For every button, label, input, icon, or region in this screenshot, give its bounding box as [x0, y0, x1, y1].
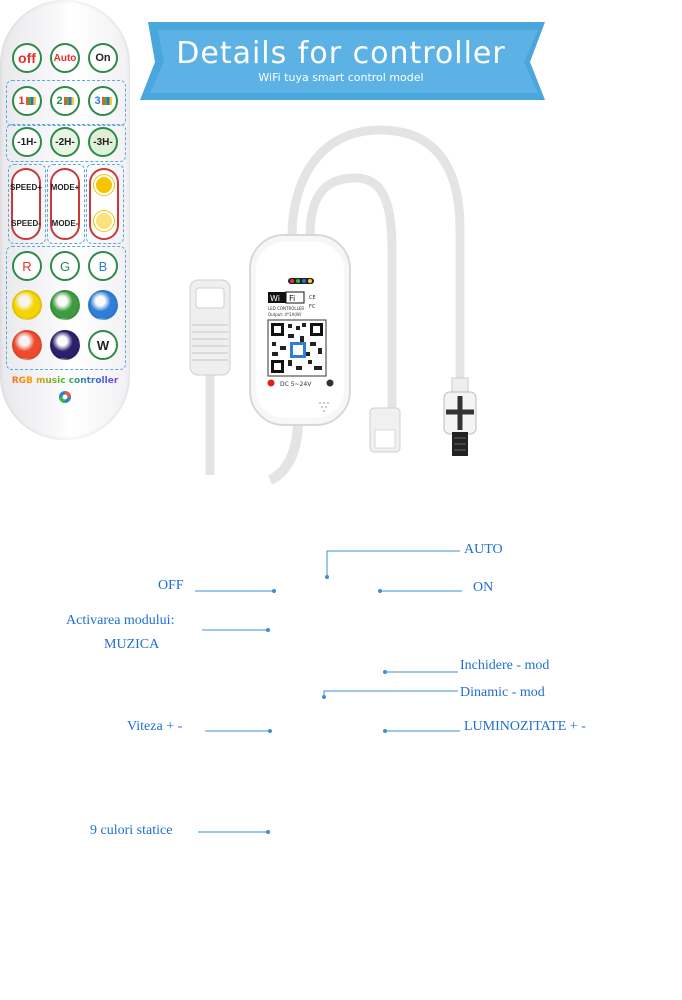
cert-mark-fc: FC [309, 304, 316, 310]
music-1-button[interactable]: 1 [12, 86, 42, 116]
speed-minus-button[interactable]: SPEED- [11, 218, 41, 228]
wifi-badge-left: Wi [270, 294, 280, 303]
banner-subtitle: WiFi tuya smart control model [258, 71, 424, 84]
header-banner: Details for controller WiFi tuya smart c… [0, 0, 682, 100]
brightness-group [86, 164, 124, 244]
music-3-button[interactable]: 3 [88, 86, 118, 116]
controller-drawing: Wi Fi CE FC LED CONTROLLER Output: 4*1A(… [189, 125, 477, 485]
music-2-label: 2 [56, 95, 63, 107]
label-static-colors: 9 culori statice [90, 823, 173, 838]
output-line: Output: 4*1A(W) [268, 312, 302, 317]
remote-brand-label: RGB music controller [0, 376, 130, 386]
label-on: ON [473, 580, 494, 595]
cert-mark-ce: CE [309, 295, 316, 301]
off-button[interactable]: off [12, 43, 42, 73]
sun-full-icon [96, 177, 112, 193]
banner-ribbon [140, 22, 545, 100]
brand-logo-icon [59, 391, 71, 403]
white-button[interactable]: W [88, 330, 118, 360]
green-color-button[interactable] [50, 290, 80, 320]
purple-color-button[interactable] [50, 330, 80, 360]
equalizer-icon [25, 97, 36, 105]
label-off: OFF [158, 578, 184, 593]
static-color-group [6, 246, 126, 370]
yellow-color-button[interactable] [12, 290, 42, 320]
blue-color-button[interactable] [88, 290, 118, 320]
mode-plus-button[interactable]: MODE+ [50, 182, 80, 192]
timer-3h-button[interactable]: -3H- [88, 127, 118, 157]
label-timer: Inchidere - mod [460, 658, 550, 673]
speed-plus-button[interactable]: SPEED+ [10, 182, 42, 192]
label-music-mode-line2: MUZICA [104, 637, 160, 652]
sun-dim-icon [96, 213, 112, 229]
mode-group [47, 164, 85, 244]
label-brightness: LUMINOZITATE + - [464, 719, 586, 734]
label-music-mode-line1: Activarea modului: [66, 613, 175, 628]
qr-code-icon [267, 319, 327, 377]
timer-1h-button[interactable]: -1H- [12, 127, 42, 157]
speed-group [8, 164, 46, 244]
remote-control: off Auto On 1 2 3 -1H- -2H- -3H- SPEED+ … [0, 0, 130, 440]
label-auto: AUTO [464, 542, 503, 557]
speed-pill: SPEED+ SPEED- [10, 168, 42, 240]
mode-pill: MODE+ MODE- [50, 168, 80, 240]
brightness-pill [89, 168, 119, 240]
equalizer-icon [101, 97, 112, 105]
on-button[interactable]: On [88, 43, 118, 73]
label-dynamic: Dinamic - mod [460, 685, 545, 700]
equalizer-icon [63, 97, 74, 105]
mode-minus-button[interactable]: MODE- [51, 218, 79, 228]
auto-button[interactable]: Auto [50, 43, 80, 73]
music-mode-group [6, 80, 126, 126]
model-line: LED CONTROLLER [268, 306, 304, 311]
label-speed: Viteza + - [127, 719, 183, 734]
wifi-controller-image: Wi Fi CE FC LED CONTROLLER Output: 4*1A(… [170, 120, 510, 490]
timer-2h-button[interactable]: -2H- [50, 127, 80, 157]
green-button[interactable]: G [50, 251, 80, 281]
music-2-button[interactable]: 2 [50, 86, 80, 116]
brightness-minus-button[interactable] [91, 210, 117, 236]
wifi-badge-right: Fi [289, 294, 295, 303]
timer-group [6, 124, 126, 162]
blue-button[interactable]: B [88, 251, 118, 281]
music-1-label: 1 [18, 95, 25, 107]
orange-color-button[interactable] [12, 330, 42, 360]
red-button[interactable]: R [12, 251, 42, 281]
voltage-label: DC 5~24V [280, 381, 312, 388]
brightness-plus-button[interactable] [91, 174, 117, 200]
music-3-label: 3 [94, 95, 101, 107]
banner-title: Details for controller [176, 36, 506, 71]
